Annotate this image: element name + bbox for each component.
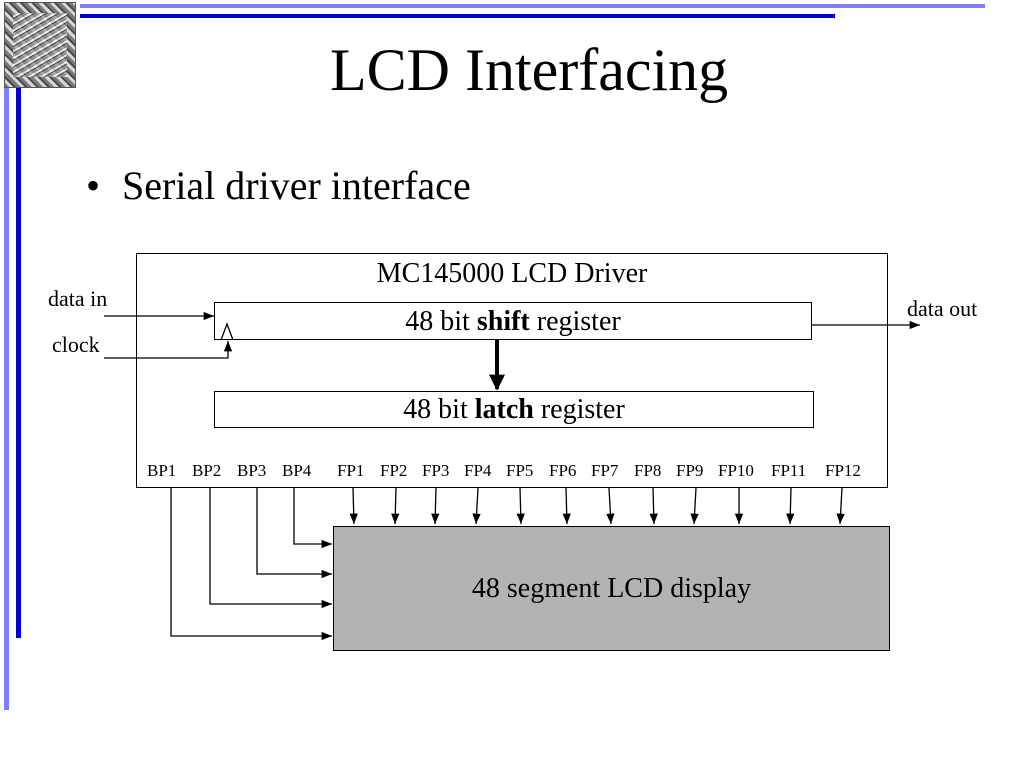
data-in-label: data in [48, 286, 108, 311]
shift-register-suffix: register [536, 306, 621, 337]
shift-register-box [214, 302, 812, 340]
shift-register-prefix: 48 bit [405, 306, 470, 337]
fp-pin-10: FP10 [718, 461, 754, 480]
fp-pin-1: FP1 [337, 461, 365, 480]
fp11-wire [786, 487, 795, 525]
latch-register-suffix: register [540, 394, 625, 425]
latch-register-label: 48 bit latch register [214, 396, 814, 424]
fp-pin-4: FP4 [464, 461, 492, 480]
fp-pin-11: FP11 [771, 461, 807, 480]
latch-register-box [214, 391, 814, 428]
fp-pin-2: FP2 [380, 461, 408, 480]
chip-logo-image [4, 2, 76, 88]
bp-pin-3: BP3 [237, 461, 267, 480]
bp3-wire [256, 488, 332, 579]
fp-pin-5: FP5 [506, 461, 534, 480]
slide-title: LCD Interfacing [330, 37, 729, 103]
driver-label: MC145000 LCD Driver [376, 258, 648, 289]
lcd-display-box [333, 526, 890, 651]
fp6-wire [562, 487, 571, 525]
bullet-text: Serial driver interface [122, 163, 471, 208]
fp8-wire [649, 487, 658, 525]
bullet-item: • Serial driver interface [86, 166, 471, 206]
fp-pin-3: FP3 [422, 461, 450, 480]
fp-pin-9: FP9 [676, 461, 704, 480]
fp-pin-7: FP7 [591, 461, 619, 480]
bp2-wire [209, 488, 332, 609]
data-out-label: data out [907, 296, 978, 321]
shift-register-label: 48 bit shift register [214, 308, 812, 336]
fp-pin-6: FP6 [549, 461, 577, 480]
fp-pin-8: FP8 [634, 461, 662, 480]
fp5-wire [516, 487, 525, 525]
fp3-wire [431, 487, 440, 525]
latch-register-bold: latch [474, 394, 534, 425]
fp2-wire [391, 487, 400, 525]
bp-pin-4: BP4 [282, 461, 312, 480]
bullet-dot: • [86, 163, 101, 208]
bp4-wire [293, 488, 332, 549]
clock-label: clock [52, 332, 100, 357]
lcd-display-label: 48 segment LCD display [471, 573, 752, 604]
bp-pin-1: BP1 [147, 461, 177, 480]
fp9-wire [690, 487, 699, 525]
fp-pin-12: FP12 [825, 461, 861, 480]
fp7-wire [606, 487, 615, 525]
lcd-driver-box [136, 253, 888, 488]
bp1-wire [170, 488, 332, 641]
bp-pin-2: BP2 [192, 461, 222, 480]
shift-register-bold: shift [476, 306, 530, 337]
fp12-wire [836, 487, 845, 525]
fp4-wire [472, 487, 481, 525]
latch-register-prefix: 48 bit [403, 394, 468, 425]
fp1-wire [349, 487, 358, 525]
